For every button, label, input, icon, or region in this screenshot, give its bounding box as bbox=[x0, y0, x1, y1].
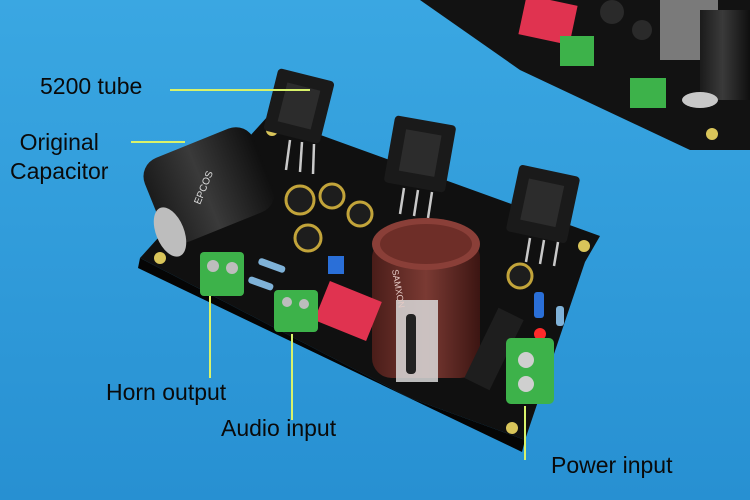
trimmer bbox=[328, 256, 344, 274]
red-led bbox=[534, 328, 546, 340]
capacitor-label: Original Capacitor bbox=[10, 129, 109, 184]
small-capacitors bbox=[284, 182, 534, 290]
audio-input-label: Audio input bbox=[221, 415, 337, 441]
second-board bbox=[420, 0, 750, 150]
leader-lines bbox=[131, 89, 526, 460]
horn-output-terminal bbox=[200, 252, 244, 296]
tube-label: 5200 tube bbox=[40, 73, 143, 99]
power-input-label: Power input bbox=[551, 452, 673, 478]
horn-output-label: Horn output bbox=[106, 379, 227, 405]
original-capacitor: EPCOS bbox=[143, 127, 275, 257]
power-transistors bbox=[263, 68, 580, 267]
power-input-terminal bbox=[506, 338, 554, 404]
audio-input-terminal bbox=[274, 290, 318, 332]
filter-capacitor: SAMXON bbox=[372, 218, 480, 382]
resistors bbox=[248, 258, 564, 326]
heatsink-bar bbox=[464, 307, 524, 391]
red-component bbox=[314, 281, 382, 341]
